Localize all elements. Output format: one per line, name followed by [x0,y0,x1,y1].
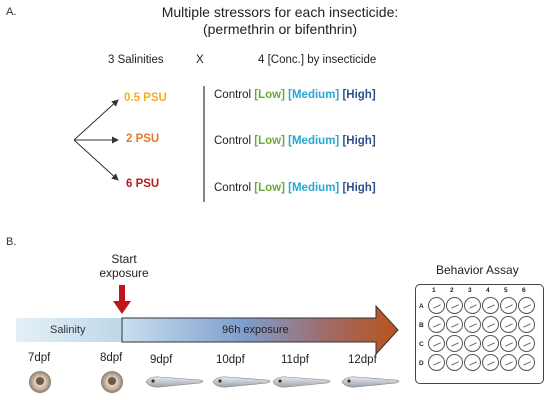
salinity-bar-label: Salinity [50,324,86,336]
egg-7dpf [29,371,51,393]
plate-col-label: 6 [522,287,526,294]
well-plate: 1 2 3 4 5 6 A B C D [415,284,544,384]
larva-10dpf [212,376,271,388]
salinity-6-psu: 6 PSU [126,178,160,190]
day-11dpf: 11dpf [281,354,309,366]
salinity-bar [16,318,122,342]
plate-col-label: 1 [432,287,436,294]
concentration-row-1: Control [Low] [Medium] [High] [214,89,376,101]
start-exposure-line2: exposure [99,266,149,280]
day-9dpf: 9dpf [150,354,173,366]
low-label: [Low] [254,182,285,194]
panel-b-label: B. [6,236,17,248]
panel-a-label: A. [6,6,17,18]
low-label: [Low] [254,89,285,101]
well [482,297,499,314]
well [518,316,535,333]
plate-row-label: A [419,303,424,310]
panel-a-title: Multiple stressors for each insecticide:… [100,4,460,38]
start-exposure-label: Start exposure [96,252,152,280]
concentration-row-2: Control [Low] [Medium] [High] [214,135,376,147]
plate-col-label: 5 [504,287,508,294]
branch-arrow-top [73,99,119,141]
well [428,297,445,314]
medium-label: [Medium] [288,182,340,194]
egg-8dpf [101,371,123,393]
well [446,354,463,371]
high-label: [High] [342,89,376,101]
well [428,335,445,352]
well [518,335,535,352]
plate-row-label: D [419,360,424,367]
control-label: Control [214,182,252,194]
plate-row-label: C [419,341,424,348]
well [464,297,481,314]
day-8dpf: 8dpf [100,352,123,364]
plate-col-label: 4 [486,287,490,294]
plate-col-label: 2 [450,287,454,294]
panel-a-title-line1: Multiple stressors for each insecticide: [161,4,399,20]
well [482,354,499,371]
day-12dpf: 12dpf [348,354,377,366]
well [464,335,481,352]
day-7dpf: 7dpf [28,352,51,364]
well [446,335,463,352]
day-10dpf: 10dpf [216,354,245,366]
larva-11dpf [272,376,331,388]
concentration-header: 4 [Conc.] by insecticide [258,54,377,66]
well [500,354,517,371]
larva-9dpf [145,376,204,388]
salinities-header: 3 Salinities [108,54,164,66]
plate-col-label: 3 [468,287,472,294]
well [482,335,499,352]
control-label: Control [214,89,252,101]
panel-a-title-line2: (permethrin or bifenthrin) [202,21,358,37]
well [518,297,535,314]
well [446,297,463,314]
behavior-assay-title: Behavior Assay [436,263,519,277]
salinity-2-psu: 2 PSU [126,133,160,145]
concentration-row-3: Control [Low] [Medium] [High] [214,182,376,194]
larva-12dpf [341,376,400,388]
exposure-label: 96h exposure [222,324,289,336]
well [518,354,535,371]
well [464,354,481,371]
start-exposure-arrow [113,285,131,314]
well [500,335,517,352]
well [482,316,499,333]
well [428,316,445,333]
low-label: [Low] [254,135,285,147]
medium-label: [Medium] [288,135,340,147]
exposure-arrow [121,304,399,356]
well [464,316,481,333]
branch-arrow-bottom [73,139,119,181]
well [500,297,517,314]
plate-row-label: B [419,322,424,329]
control-label: Control [214,135,252,147]
well [428,354,445,371]
start-exposure-line1: Start [111,252,137,266]
high-label: [High] [342,135,376,147]
salinity-0-5-psu: 0.5 PSU [124,92,167,104]
high-label: [High] [342,182,376,194]
medium-label: [Medium] [288,89,340,101]
well [446,316,463,333]
well [500,316,517,333]
times-symbol: X [196,54,204,66]
